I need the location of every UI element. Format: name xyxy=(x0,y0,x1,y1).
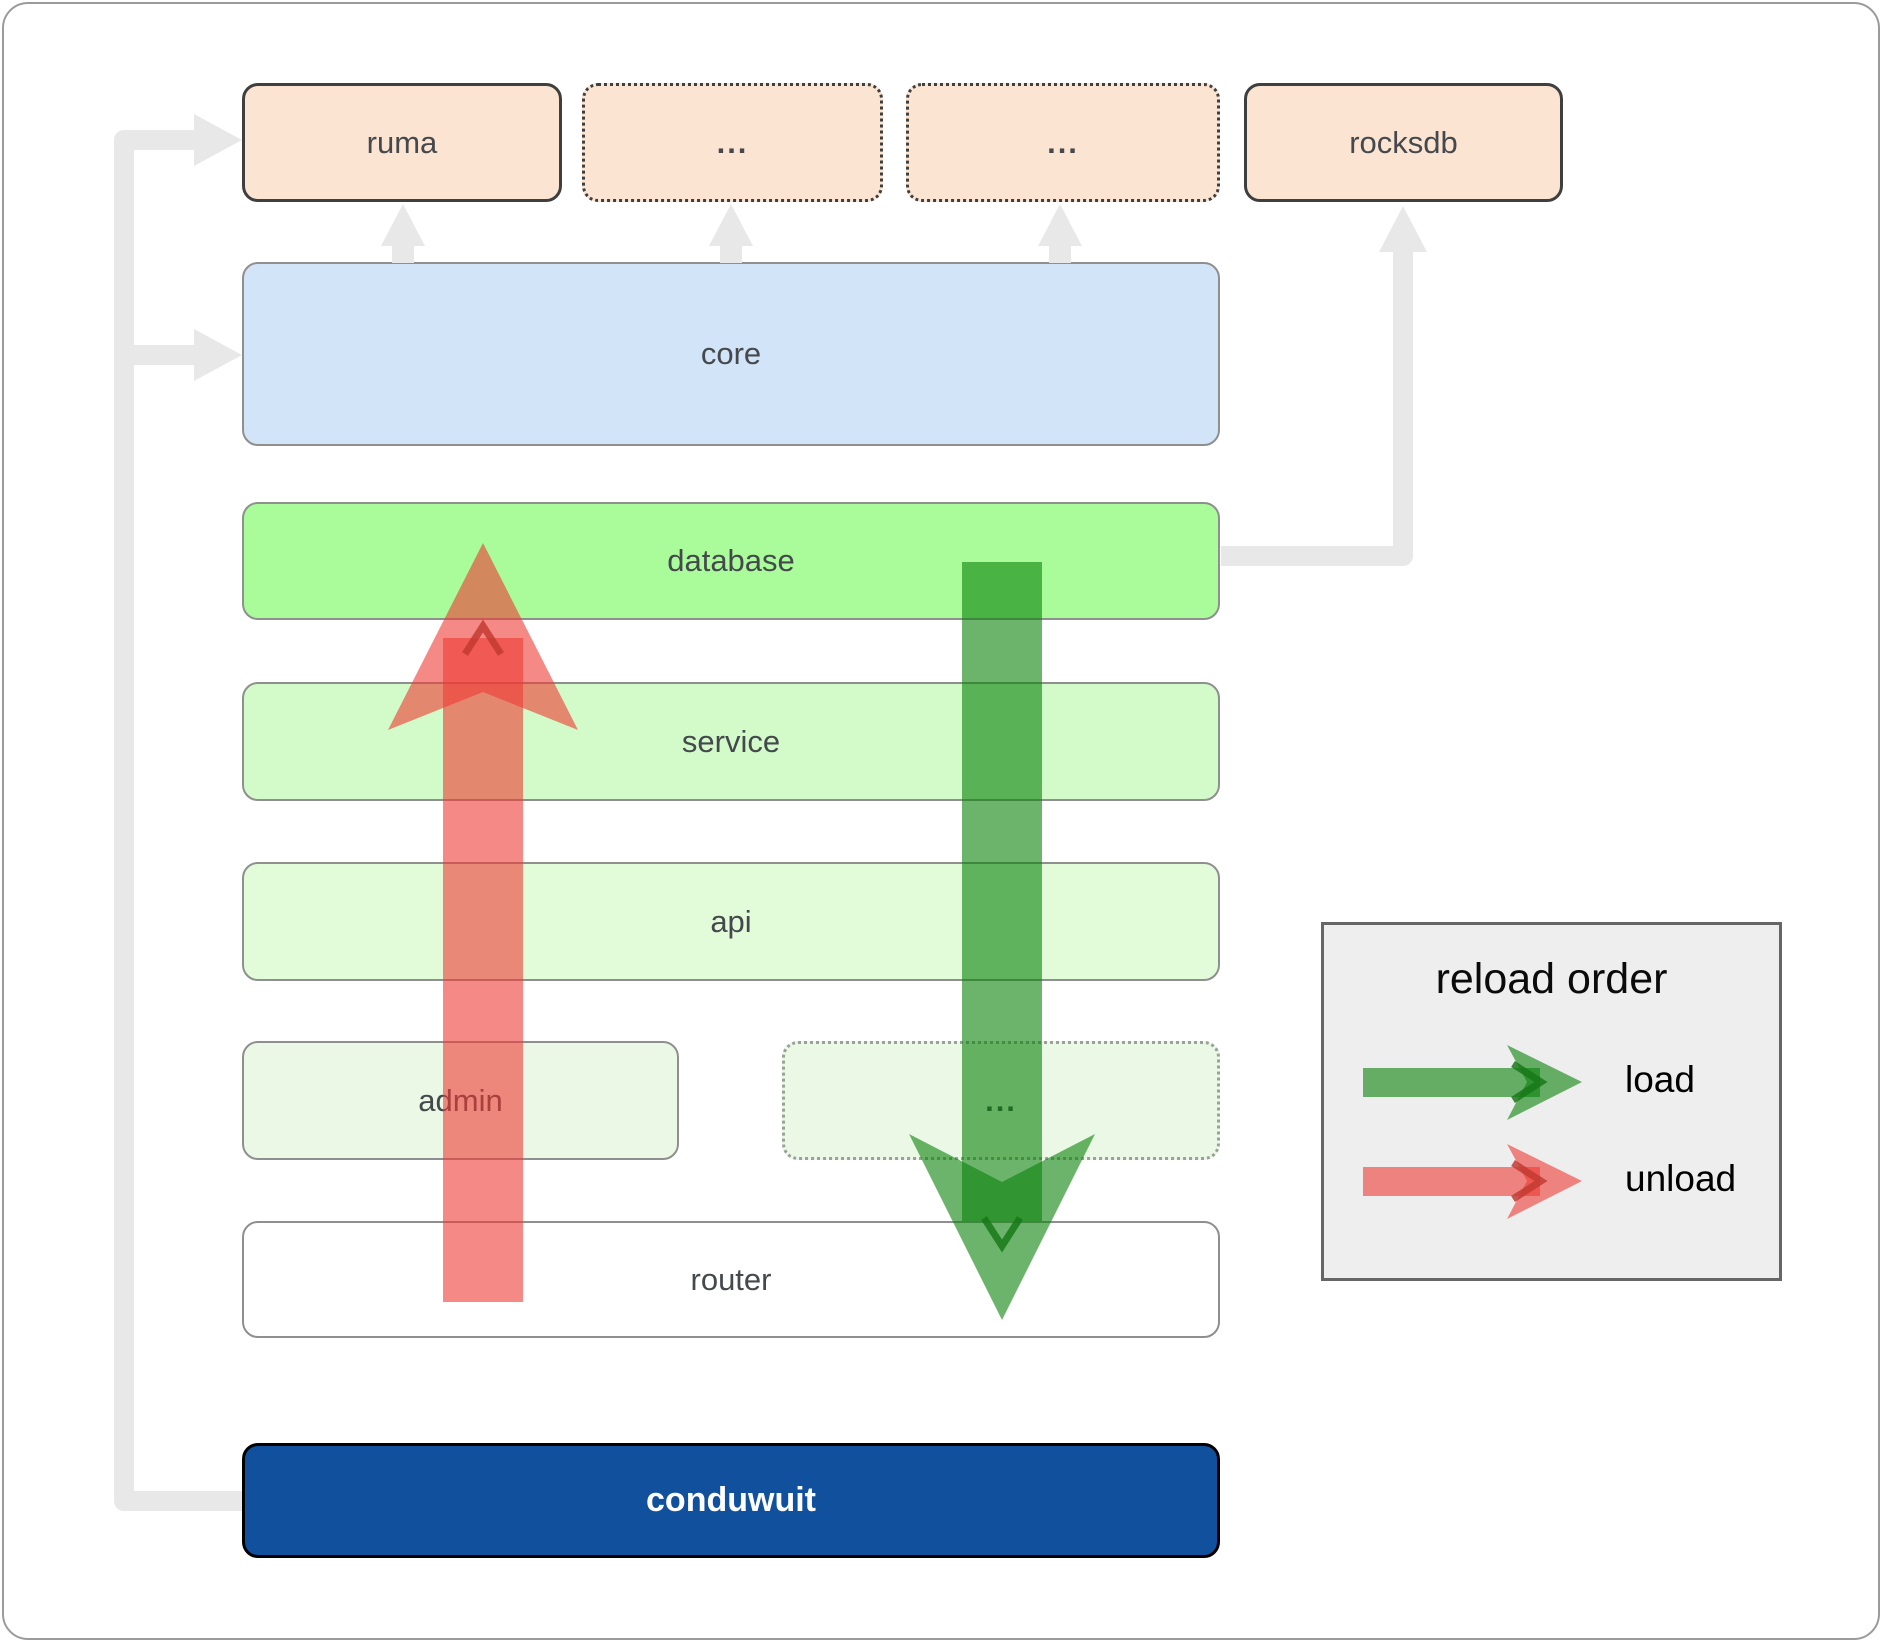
box-admin: admin xyxy=(242,1041,679,1160)
box-ellipsis-top-2: ... xyxy=(906,83,1220,202)
box-database-label: database xyxy=(667,543,795,578)
box-core-label: core xyxy=(700,336,762,371)
box-service: service xyxy=(242,682,1220,801)
box-router: router xyxy=(242,1221,1220,1338)
box-conduwuit-label: conduwuit xyxy=(646,1481,816,1519)
box-rocksdb-label: rocksdb xyxy=(1349,124,1458,160)
box-ellipsis-middle-label: ... xyxy=(985,1082,1017,1118)
box-ruma-label: ruma xyxy=(366,124,438,160)
legend-item-load-label: load xyxy=(1625,1059,1695,1100)
box-conduwuit: conduwuit xyxy=(242,1443,1220,1558)
box-api: api xyxy=(242,862,1220,981)
box-router-label: router xyxy=(690,1261,772,1297)
legend-title: reload order xyxy=(1435,955,1668,1003)
box-ruma: ruma xyxy=(242,83,562,202)
box-api-label: api xyxy=(710,903,752,939)
box-ellipsis-top-1-label: ... xyxy=(716,124,749,160)
box-service-label: service xyxy=(681,723,781,759)
box-admin-label: admin xyxy=(418,1082,503,1118)
box-ellipsis-top-1: ... xyxy=(582,83,883,202)
legend-item-unload-label: unload xyxy=(1625,1158,1737,1199)
box-core: core xyxy=(242,262,1220,446)
box-ellipsis-top-2-label: ... xyxy=(1047,124,1079,160)
box-database: database xyxy=(242,502,1220,620)
box-ellipsis-middle: ... xyxy=(782,1041,1220,1160)
box-rocksdb: rocksdb xyxy=(1244,83,1563,202)
